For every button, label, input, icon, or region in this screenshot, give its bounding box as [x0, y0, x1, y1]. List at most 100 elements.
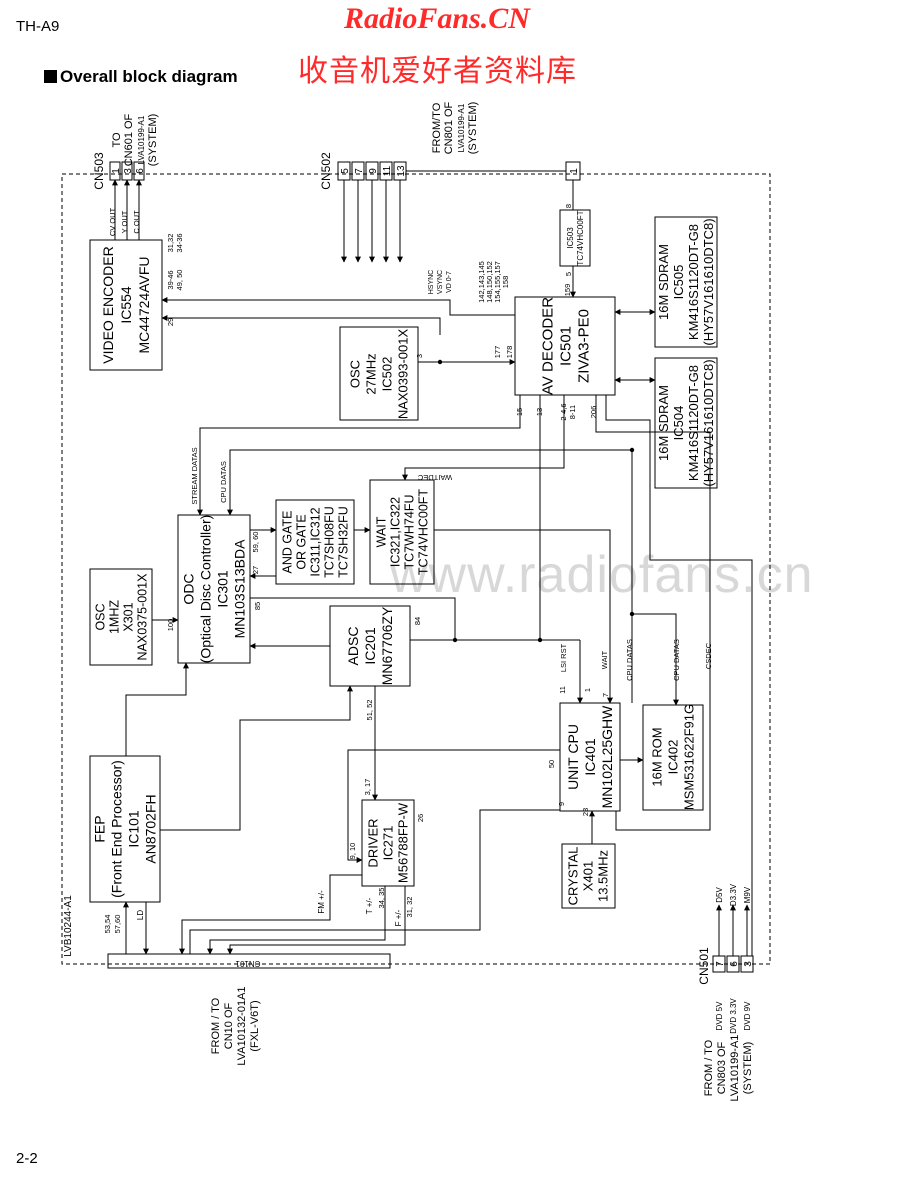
bottom-left-caption: LVA10132-01A1 [236, 986, 248, 1065]
page-number: 2-2 [16, 1150, 38, 1167]
and-gate-label-line-2: IC311,IC312 [308, 507, 322, 576]
sig-ld: LD [136, 910, 145, 920]
sig-cpu-datas3: CPU DATAS [672, 639, 681, 681]
osc27-label-line-3: NAX0393-001X [396, 329, 411, 420]
video-encoder-box [89, 239, 163, 371]
bottom-right-caption: (SYSTEM) [742, 1042, 754, 1095]
cn503-pin: 6 [135, 168, 146, 174]
osc1-label-line-1: 1MHZ [107, 600, 121, 634]
watermark-cn: 收音机爱好者资料库 [298, 55, 577, 88]
pin-drv-d: 34, 35 [377, 888, 386, 909]
pin-av-d: 158 [501, 276, 510, 289]
wait-label-line-2: TC7WH74FU [402, 494, 416, 569]
ic503-label-line-1: TC74VHC00FT [576, 210, 585, 265]
cn501-line: M9V [743, 886, 752, 903]
cn502-dest: FROM/TO [431, 102, 443, 153]
pin-odc-d: 100 [166, 619, 175, 632]
crystal-label-line-1: X401 [581, 861, 596, 891]
odc-label-line-0: ODC [180, 573, 196, 604]
pin-adsc-a: 84 [413, 617, 422, 625]
pin-cpu-f: 23 [581, 808, 590, 816]
pin-av-g: 178 [505, 346, 514, 359]
wait-label-line-3: TC74VHC00FT [416, 489, 430, 575]
odc-label-line-2: IC301 [214, 570, 230, 608]
sig-lsi-rst: LSI RST [559, 643, 568, 672]
sig-wait: WAIT [600, 650, 609, 669]
pin-av-f: 177 [493, 346, 502, 359]
pin-cpu-a: 11 [558, 686, 567, 694]
pin-drv-b: 9, 10 [348, 843, 357, 860]
rom-label-line-1: IC402 [666, 740, 681, 775]
sdram504-label-line-2: KM416S1120DT-G8 [686, 365, 701, 481]
pin-odc-c: 85 [253, 602, 262, 610]
sdram504-label-line-0: 16M SDRAM [656, 385, 671, 461]
osc27-box [339, 326, 419, 421]
pin-av-l: 206 [589, 406, 598, 419]
sdram504-box [654, 357, 718, 489]
square-bullet-icon [44, 70, 57, 83]
cn501-pin: 6 [729, 961, 740, 967]
sig-stream: STREAM DATAS [190, 447, 199, 504]
pin-ve-b: 34-36 [175, 233, 184, 252]
unit-cpu-label-line-0: UNIT CPU [565, 724, 581, 790]
pin-av-e: 159 [563, 284, 572, 297]
driver-label-line-0: DRIVER [366, 818, 381, 867]
cn501-signal: DVD 3.3V [729, 998, 738, 1034]
cn501-line: D3.3V [729, 883, 738, 906]
cn502-dest: (SYSTEM) [467, 102, 479, 155]
sdram504-label-line-1: IC504 [671, 406, 686, 441]
crystal-label-line-0: CRYSTAL [566, 847, 581, 906]
cn503-pin: 1 [111, 168, 122, 174]
pin-drv-c: 26 [416, 814, 425, 822]
sig-cpu-datas: CPU DATAS [219, 461, 228, 503]
pin-adsc-b: 51, 52 [365, 700, 374, 721]
pin-ve-e: 29 [166, 318, 175, 326]
osc27-label-line-1: 27MHz [364, 353, 379, 394]
and-gate-label-line-1: OR GATE [294, 514, 308, 569]
av-decoder-label-line-0: AV DECODER [539, 297, 556, 395]
bottom-left-caption: (FXL-V6T) [249, 1000, 261, 1051]
osc1-box [89, 568, 153, 666]
sig-vsync: VSYNC [437, 270, 444, 294]
adsc-label-line-0: ADSC [345, 627, 361, 666]
sdram504-label-line-3: (HY57V161610DTC8) [701, 359, 716, 486]
pin-av-b: 148,150,152 [485, 261, 494, 303]
cn503-dest: LVA10199-A1 [137, 115, 146, 164]
sdram505-label-line-0: 16M SDRAM [656, 244, 671, 320]
cn502-pin: 13 [396, 165, 407, 177]
osc27-label-line-2: IC502 [380, 357, 395, 392]
and-gate-label-line-4: TC7SH32FU [336, 506, 350, 578]
cn101-bar [107, 953, 391, 969]
pin-ve-c: 39-46 [166, 270, 175, 289]
sig-hsync: HSYNC [428, 270, 435, 295]
wait-label-line-0: WAIT [374, 516, 388, 547]
pin-drv-a: 3, 17 [363, 779, 372, 796]
pin-fep-b: 57,60 [113, 915, 122, 934]
bottom-left-caption: FROM / TO [210, 997, 222, 1054]
cn502-name: CN502 [319, 152, 333, 190]
pin-ic503-b: 5 [564, 272, 573, 276]
cn501-name: CN501 [697, 947, 711, 985]
rom-label-line-0: 16M ROM [650, 727, 665, 786]
av-decoder-box [514, 296, 616, 396]
adsc-label-line-2: MN67706ZY [379, 606, 395, 685]
cn101-name: CN101 [235, 959, 260, 968]
board-id: LVB10244-A1 [63, 895, 74, 957]
cn502-dest: CN801 OF [443, 101, 455, 154]
cn503-dest: CN601 OF [123, 113, 135, 166]
fep-label-line-3: AN8702FH [142, 794, 158, 863]
and-gate-box [275, 499, 355, 585]
pin-av-j: 2-4,6 [559, 403, 568, 420]
model-name: TH-A9 [16, 18, 60, 35]
sig-tr: T +/- [365, 897, 374, 914]
sig-csdec: CSDEC [704, 642, 713, 669]
sig-vd: VD 0-7 [446, 271, 453, 293]
cn503-dest: TO [111, 132, 123, 148]
crystal-box [561, 843, 616, 909]
cn503-dest: (SYSTEM) [147, 114, 159, 167]
sig-fm: FM +/- [317, 890, 326, 914]
watermark-en: RadioFans.CN [344, 2, 530, 35]
sdram505-label-line-3: (HY57V161610DTC8) [701, 218, 716, 345]
av-decoder-label-line-2: ZIVA3-PE0 [575, 309, 592, 383]
center-watermark: www.radiofans.cn [390, 546, 814, 604]
